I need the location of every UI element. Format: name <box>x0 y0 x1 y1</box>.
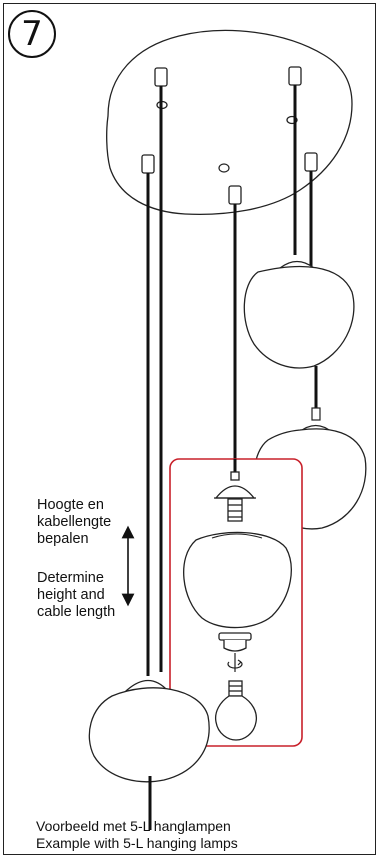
rotate-arrow-icon <box>227 653 243 672</box>
pendant-lamp-lower-left <box>88 679 210 830</box>
caption-dutch: Voorbeeld met 5-L hanglampen <box>36 818 231 834</box>
lamp-holder-icon <box>214 459 256 522</box>
pendant-lamp-upper-right <box>243 260 355 369</box>
shade-ring-icon <box>218 632 252 652</box>
step-number: 7 <box>8 10 56 58</box>
cable-clamp-icon <box>141 66 318 205</box>
caption-english: Example with 5-L hanging lamps <box>36 834 238 851</box>
caption: Voorbeeld met 5-L hanglampen Example wit… <box>36 818 238 851</box>
adjust-label-dutch: Hoogte en kabellengte bepalen <box>37 497 112 547</box>
light-bulb-icon <box>214 680 258 741</box>
adjust-label-english: Determine height and cable length <box>37 570 116 620</box>
glass-shade-icon <box>183 531 292 629</box>
